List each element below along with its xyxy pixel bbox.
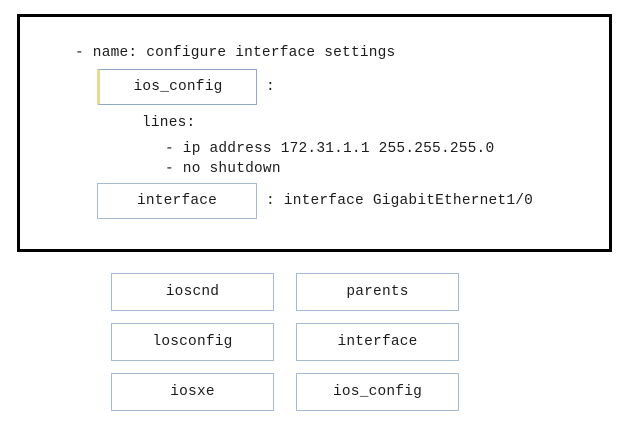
yaml-line-task-name: - name: configure interface settings [75, 45, 395, 61]
yaml-lines: - name: configure interface settings ios… [20, 17, 609, 249]
option-tile-interface[interactable]: interface [296, 323, 459, 361]
answer-options-group: ioscnd parents losconfig interface iosxe… [111, 273, 459, 411]
yaml-line-module: ios_config : [97, 69, 275, 105]
interface-value-text: : interface GigabitEthernet1/0 [266, 193, 534, 209]
yaml-line-lines-key: lines: [142, 115, 195, 131]
module-colon: : [266, 79, 275, 95]
interface-dropzone[interactable]: interface [97, 183, 257, 219]
lines-key-text: lines: [142, 115, 196, 131]
option-tile-ios-config[interactable]: ios_config [296, 373, 459, 411]
option-tile-ioscnd[interactable]: ioscnd [111, 273, 274, 311]
yaml-code-panel: - name: configure interface settings ios… [17, 14, 612, 252]
yaml-line-no-shutdown: - no shutdown [165, 161, 281, 177]
option-tile-iosxe[interactable]: iosxe [111, 373, 274, 411]
ip-address-text: - ip address 172.31.1.1 255.255.255.0 [165, 141, 495, 157]
option-tile-losconfig[interactable]: losconfig [111, 323, 274, 361]
no-shutdown-text: - no shutdown [165, 161, 281, 177]
yaml-line-ip-address: - ip address 172.31.1.1 255.255.255.0 [165, 141, 494, 157]
task-name-text: - name: configure interface settings [75, 45, 396, 61]
yaml-line-interface: interface : interface GigabitEthernet1/0 [97, 183, 533, 219]
option-tile-parents[interactable]: parents [296, 273, 459, 311]
module-dropzone[interactable]: ios_config [97, 69, 257, 105]
